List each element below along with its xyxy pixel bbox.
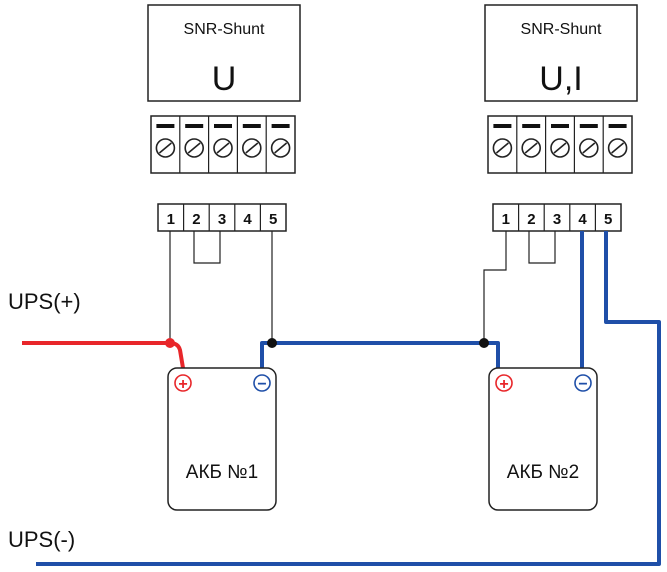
device-2-screw-block [487,115,633,174]
device-2-screw-4 [573,116,599,173]
battery-2: + − АКБ №2 [488,367,598,511]
device-1-screw-4 [236,116,262,173]
device-1-jumper-2-3 [193,231,221,264]
device-2-terminal-2: 2 [527,211,535,228]
battery-1-label: АКБ №1 [186,462,258,483]
device-1-terminal-1: 1 [167,211,175,228]
device-1-terminal-2: 2 [192,211,200,228]
battery-2-positive-icon: + [495,374,513,393]
device-2-terminal-4: 4 [578,211,587,228]
junction-positive-dot [165,338,175,348]
device-1-screw-block [150,115,296,174]
device-2-screw-5 [602,116,628,173]
device-1-terminal-3: 3 [218,211,226,228]
device-2-terminal-3: 3 [553,211,561,228]
battery-2-body [488,367,598,511]
device-2-terminal-1: 1 [502,211,510,228]
ups-negative-wire [36,231,661,566]
device-2-screw-1 [492,124,513,158]
junction-dots [165,338,489,348]
device-1-terminal-5: 5 [269,211,277,228]
device-1-model: SNR-Shunt [184,21,265,38]
device-1-housing [147,4,301,102]
device-1-screw-1 [155,124,176,158]
svg-text:+: + [178,376,187,393]
battery-1-positive-icon: + [174,374,192,393]
ups-positive-wire [22,341,185,369]
device-1-screw-5 [265,116,291,173]
device-1-screw-2 [179,116,204,173]
svg-text:−: − [257,376,266,393]
device-2-housing [484,4,638,102]
device-2-mode: U,I [539,60,582,98]
battery-2-label: АКБ №2 [507,462,579,483]
battery-interconnect-wire [260,341,500,368]
svg-text:+: + [499,376,508,393]
svg-text:−: − [578,376,587,393]
device-2-model: SNR-Shunt [521,21,602,38]
device-2-terminal-5: 5 [604,211,612,228]
device-2-term1-wire [483,231,507,343]
signal-wires [169,231,556,343]
device-1-mode: U [212,60,237,98]
device-1-screw-3 [208,116,233,173]
device-1-terminal-4: 4 [243,211,252,228]
device-2-screw-2 [516,116,542,173]
battery-2-negative-icon: − [574,374,592,393]
ups-negative-label: UPS(-) [8,527,75,552]
battery-1-body [167,367,277,511]
ups-positive-label: UPS(+) [8,289,81,314]
device-2-screw-3 [544,116,570,173]
battery-1-negative-icon: − [253,374,271,393]
junction-negative-dot-1 [267,338,277,348]
positive-wire [22,341,185,369]
junction-negative-dot-2 [479,338,489,348]
device-2-jumper-2-3 [528,231,556,264]
battery-1: + − АКБ №1 [167,367,277,511]
negative-wires [36,231,661,566]
